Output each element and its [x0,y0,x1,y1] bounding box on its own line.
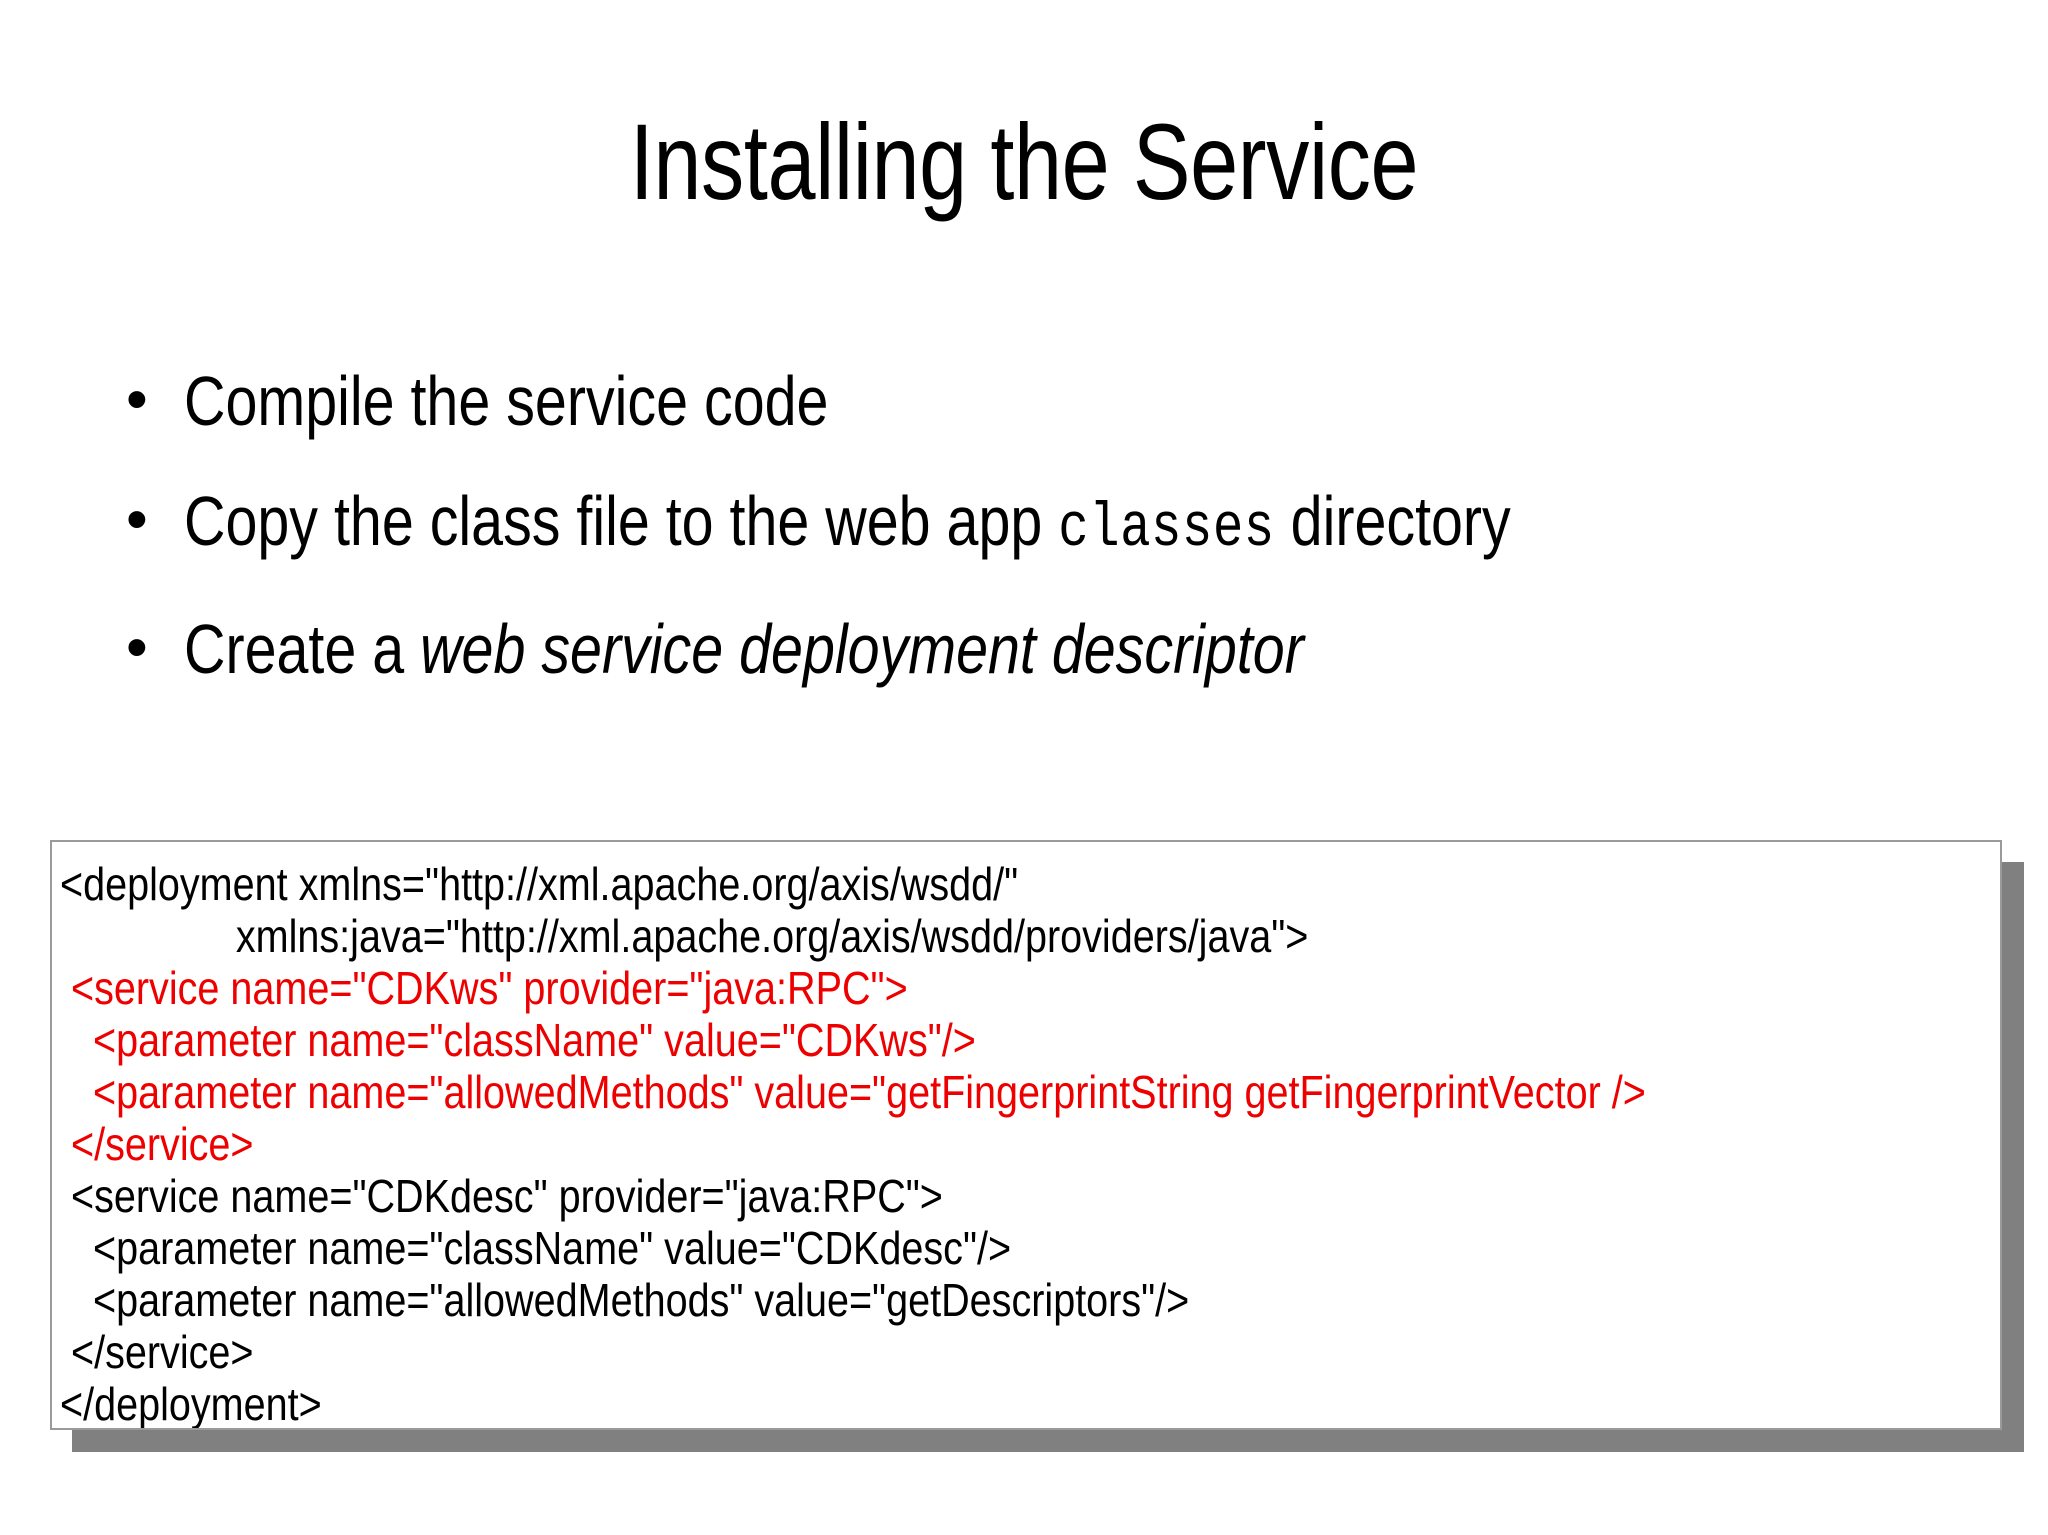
code-line: <parameter name="allowedMethods" value="… [60,1274,1190,1326]
list-item: • Copy the class file to the web app cla… [112,472,1992,578]
code-line: <parameter name="className" value="CDKws… [60,1014,976,1066]
code-line: <parameter name="allowedMethods" value="… [60,1066,1646,1118]
bullet-code-segment-classes: classes [1058,493,1275,564]
bullet-text-segment: directory [1274,482,1511,560]
code-line: </service> [60,1326,254,1378]
bullet-item-compile: Compile the service code [184,352,1667,450]
code-line: </service> [60,1118,254,1170]
bullet-point-icon: • [126,485,148,554]
code-line: </deployment> [60,1378,322,1430]
bullet-text-segment: Copy the class file to the web app [184,482,1059,560]
code-block-content: <deployment xmlns="http://xml.apache.org… [52,842,2000,1430]
list-item: • Create a web service deployment descri… [112,600,1992,698]
bullet-text-segment: Compile the service code [184,362,829,440]
code-line: <service name="CDKdesc" provider="java:R… [60,1170,943,1222]
code-line: <deployment xmlns="http://xml.apache.org… [60,858,1019,910]
bullet-emphasis-segment: web service deployment descriptor [420,610,1304,688]
bullet-point-icon: • [126,613,148,682]
page-title: Installing the Service [629,101,1419,222]
code-line: <service name="CDKws" provider="java:RPC… [60,962,908,1014]
bullet-item-create-descriptor: Create a web service deployment descript… [184,600,1667,698]
bullet-item-copy-class: Copy the class file to the web app class… [184,472,1667,578]
code-line: <parameter name="className" value="CDKde… [60,1222,1012,1274]
code-line: xmlns:java="http://xml.apache.org/axis/w… [60,910,1309,962]
bullet-text-segment: Create a [184,610,421,688]
bullet-point-icon: • [126,365,148,434]
list-item: • Compile the service code [112,352,1992,450]
bullet-list: • Compile the service code • Copy the cl… [112,352,1992,720]
code-block-wsdd: <deployment xmlns="http://xml.apache.org… [50,840,2002,1430]
